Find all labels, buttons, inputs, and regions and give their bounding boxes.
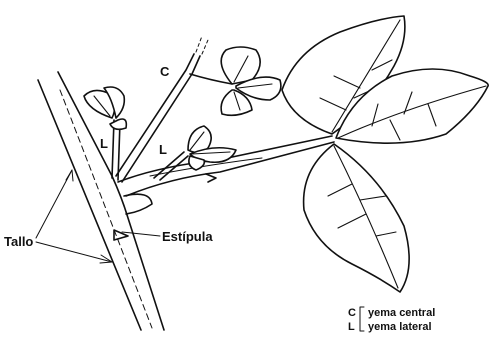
petiole [118, 136, 334, 196]
leader-lines [36, 170, 160, 263]
legend-bracket [360, 307, 364, 331]
label-l-bud-upper: L [100, 136, 108, 151]
label-l-bud-lower: L [159, 142, 167, 157]
legend-l-key: L [348, 321, 355, 333]
legend-c-text: yema central [368, 307, 435, 319]
legend-c-key: C [348, 307, 356, 319]
label-stem: Tallo [4, 234, 33, 249]
label-c-bud: C [160, 64, 170, 79]
label-stipule: Estípula [162, 229, 213, 244]
legend-l-text: yema lateral [368, 321, 432, 333]
trifoliate-leaf [282, 16, 488, 292]
legend: C L yema central yema lateral [348, 307, 435, 333]
